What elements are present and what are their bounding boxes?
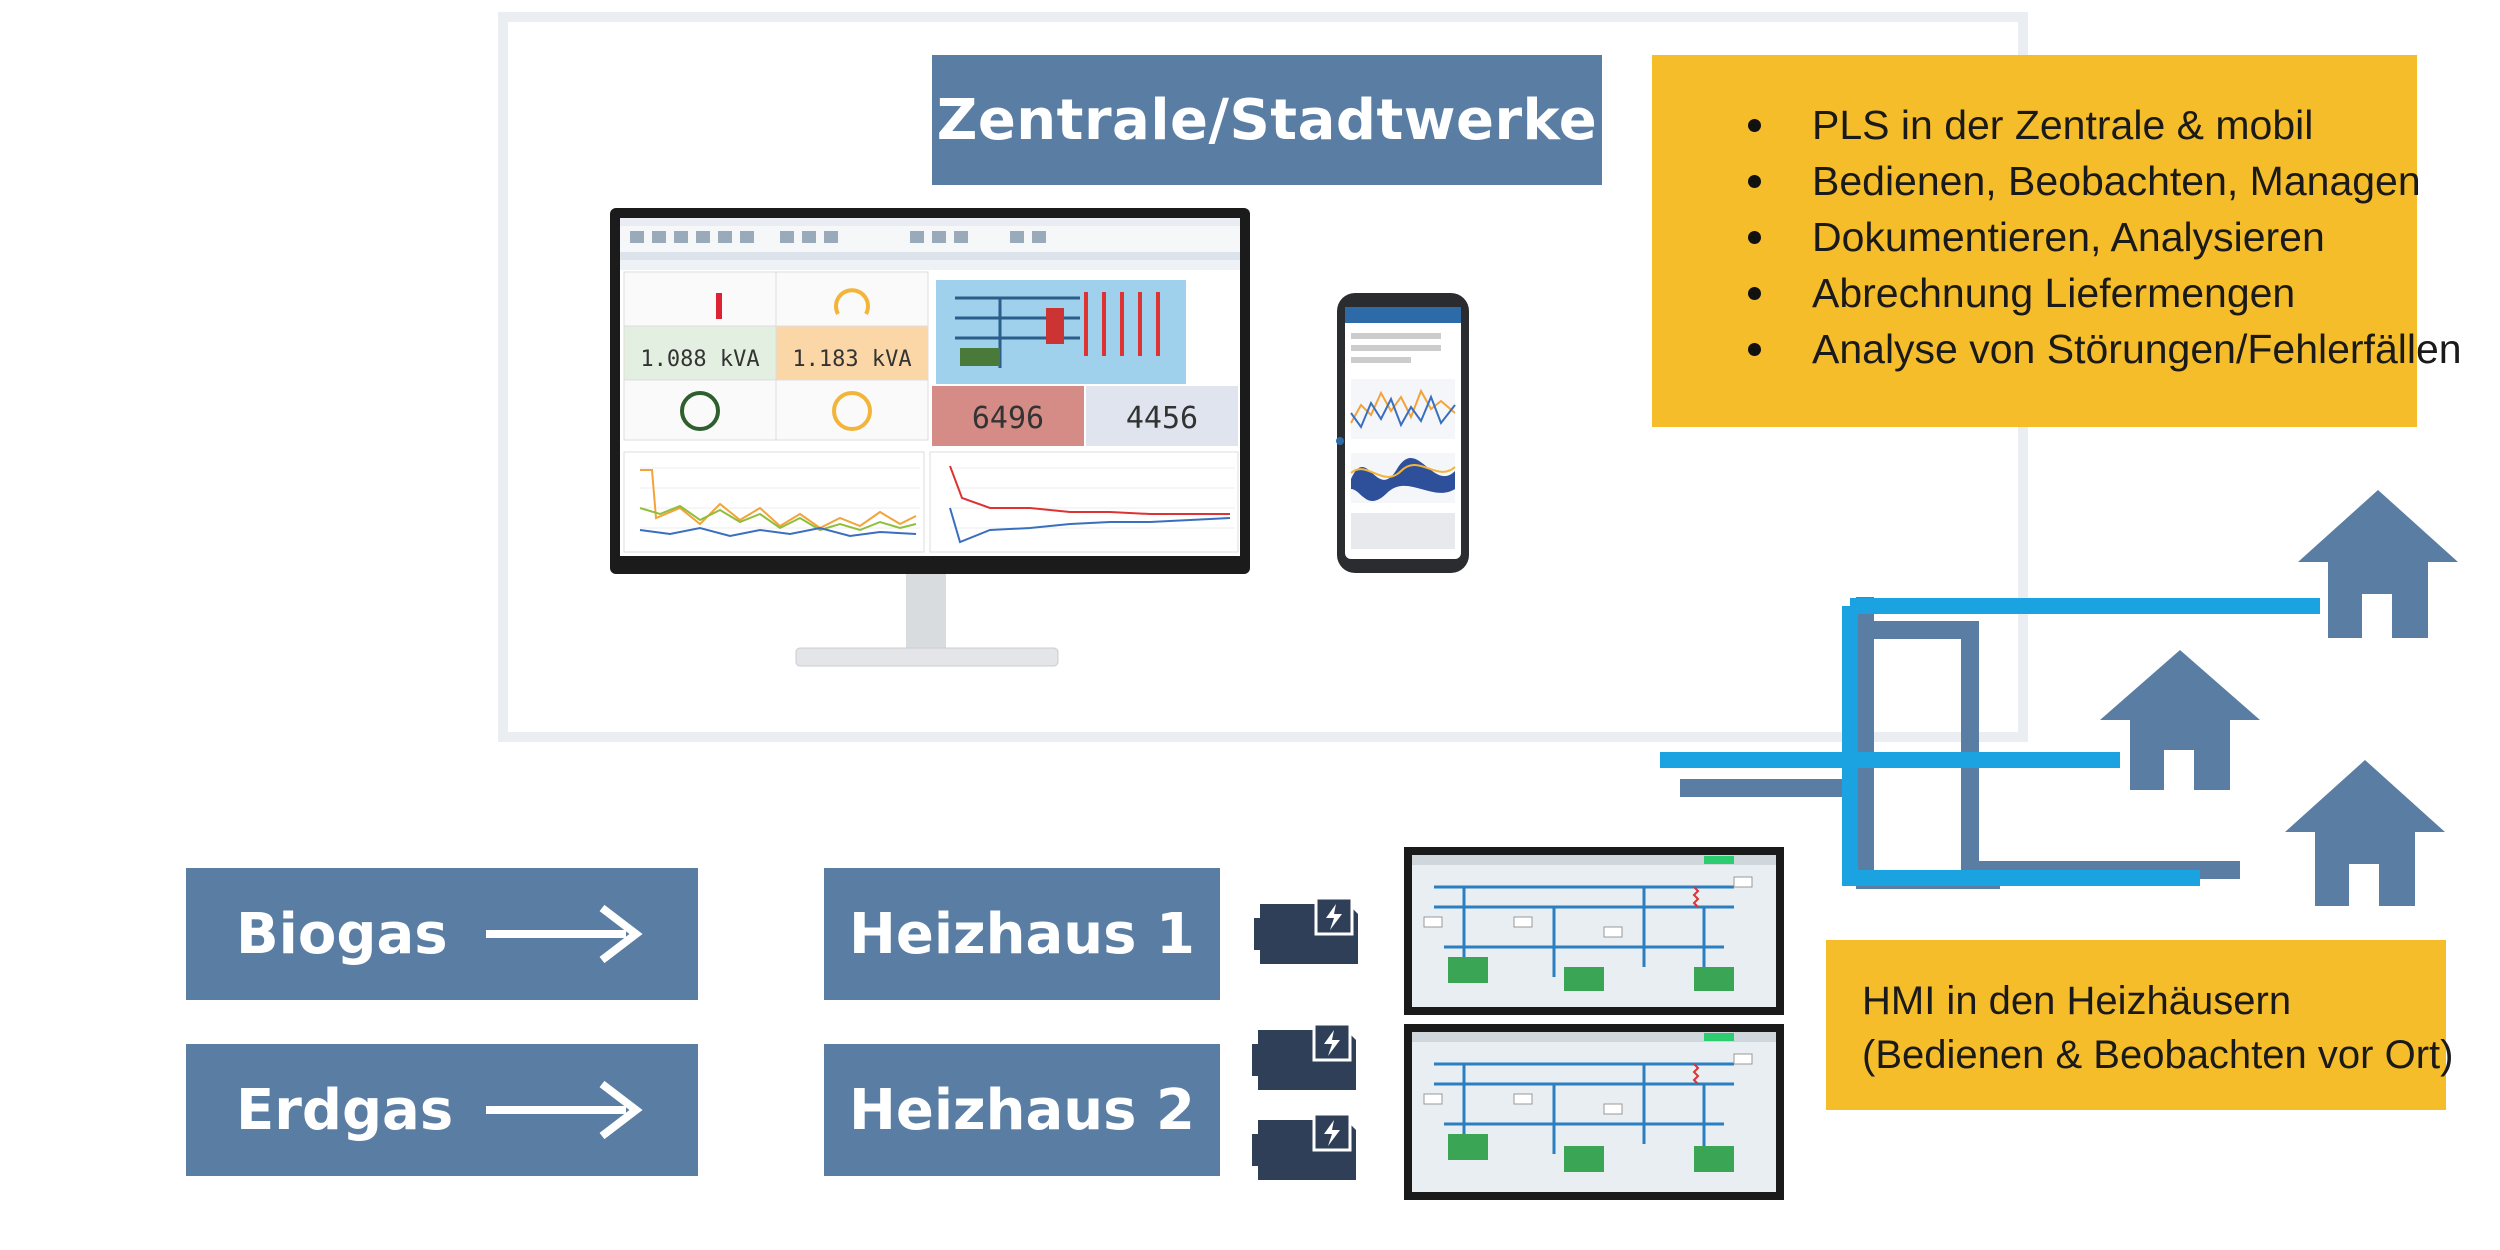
feature-item: Abrechnung Liefermengen	[1692, 265, 2397, 321]
counter-value: 4456	[1126, 401, 1198, 436]
hmi-note-box: HMI in den Heizhäusern (Bedienen & Beoba…	[1826, 940, 2454, 1110]
counter-value: 6496	[972, 401, 1044, 436]
heizhaus-label: Heizhaus 1	[849, 901, 1195, 967]
feature-item: Analyse von Störungen/Fehlerfällen	[1692, 321, 2462, 377]
controller-icon	[1252, 1112, 1356, 1180]
hmi-note-line: (Bedienen & Beobachten vor Ort)	[1862, 1033, 2454, 1077]
controller-icon	[1254, 896, 1358, 964]
house-icon	[2298, 490, 2458, 638]
heizhaus-1: Heizhaus 1	[824, 868, 1220, 1000]
tile-value: 1.088 kVA	[640, 347, 759, 372]
smartphone	[1336, 293, 1469, 573]
zentrale-title: Zentrale/Stadtwerke	[932, 55, 1602, 185]
feature-item: Bedienen, Beobachten, Managen	[1692, 153, 2421, 209]
heizhaus-label: Heizhaus 2	[849, 1077, 1195, 1143]
controller-icon	[1252, 1022, 1356, 1090]
desktop-monitor: 1.088 kVA 1.183 kVA 6496 4456	[610, 208, 1250, 667]
arrow-right-icon	[486, 1080, 643, 1140]
hmi-panel-heizhaus-1	[1404, 847, 1784, 1015]
source-label: Biogas	[236, 901, 448, 967]
heizhaus-2: Heizhaus 2	[824, 1044, 1220, 1176]
source-biogas: Biogas	[186, 868, 698, 1000]
source-erdgas: Erdgas	[186, 1044, 698, 1176]
hmi-panel-heizhaus-2	[1404, 1024, 1784, 1200]
features-list: PLS in der Zentrale & mobil Bedienen, Be…	[1692, 97, 2462, 377]
house-icon	[2100, 650, 2260, 790]
house-icon	[2285, 760, 2445, 906]
feature-item: Dokumentieren, Analysieren	[1692, 209, 2397, 265]
arrow-right-icon	[486, 904, 643, 964]
features-box: PLS in der Zentrale & mobil Bedienen, Be…	[1652, 55, 2462, 427]
return-pipe	[1680, 597, 2000, 889]
tile-value: 1.183 kVA	[792, 347, 911, 372]
hmi-note-line: HMI in den Heizhäusern	[1862, 979, 2292, 1023]
district-heating-network	[1660, 597, 2320, 889]
source-label: Erdgas	[236, 1077, 454, 1143]
feature-item: PLS in der Zentrale & mobil	[1692, 97, 2397, 153]
